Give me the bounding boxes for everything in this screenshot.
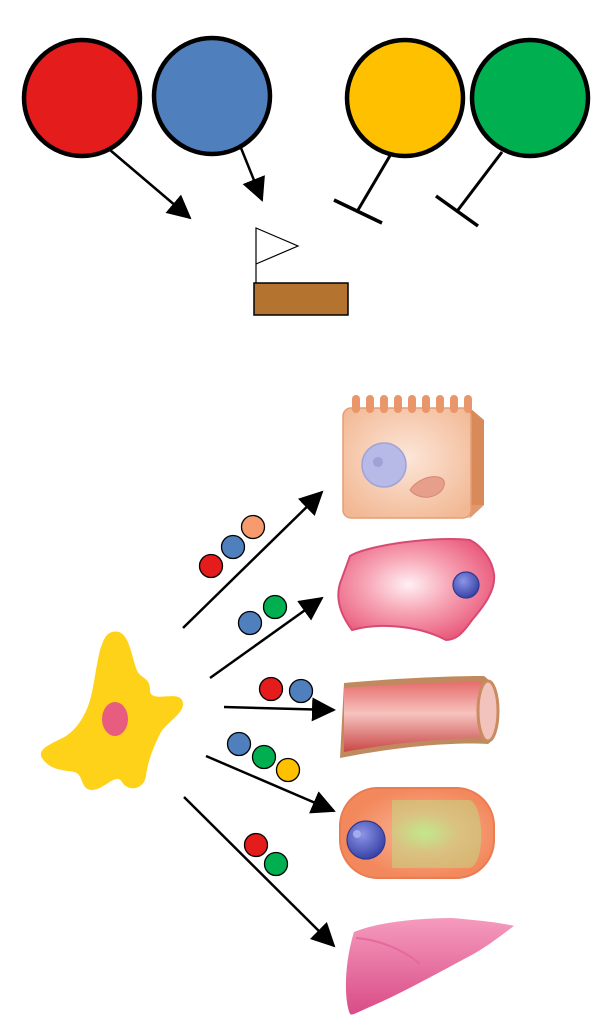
red-activation-arrow: [109, 149, 192, 220]
adipocyte-cell-icon: [339, 787, 495, 879]
factor-bead: [262, 594, 288, 620]
factor-bead: [275, 757, 301, 783]
microvilli: [352, 395, 472, 413]
factor-bead: [240, 514, 266, 540]
factor-cluster-smooth-muscle: [237, 594, 288, 636]
red-regulator: [21, 37, 143, 159]
smooth-muscle-body: [337, 537, 496, 642]
smooth-muscle-cell-icon: [337, 537, 496, 642]
factor-bead: [198, 553, 224, 579]
epithelial-nucleus: [361, 442, 407, 488]
green-regulator: [469, 37, 591, 159]
arrow-to-vessel: [223, 697, 336, 722]
arrow-to-adipocyte: [205, 754, 336, 814]
yellow-repression-bar: [333, 198, 383, 225]
factor-bead: [258, 676, 284, 702]
liver-lobe-line: [355, 937, 421, 965]
blue-regulator: [151, 35, 273, 157]
green-repression-stem: [456, 151, 504, 211]
factor-bead: [288, 678, 314, 704]
arrow-to-smooth-muscle: [209, 596, 324, 680]
differentiation-arrows: [182, 490, 336, 948]
stem-cell-nucleus: [102, 702, 128, 736]
factor-bead: [263, 851, 289, 877]
gene-body: [253, 282, 349, 316]
nucleolus: [353, 830, 361, 838]
vessel-lumen: [476, 679, 500, 743]
vessel-body: [344, 682, 492, 752]
arrow-to-epithelial: [182, 490, 324, 629]
liver-organ-icon: [345, 918, 514, 1015]
factor-cluster-adipocyte: [226, 731, 301, 783]
factor-cluster-liver: [243, 832, 289, 877]
factor-bead: [220, 534, 246, 560]
yellow-repression-stem: [356, 153, 393, 211]
lipid-droplet: [392, 800, 482, 868]
mitochondrion-icon: [409, 476, 445, 498]
adipocyte-nucleus: [346, 820, 386, 860]
blood-vessel-icon: [340, 676, 500, 758]
factor-bead: [251, 744, 277, 770]
factor-bead: [237, 610, 263, 636]
regulator-circles: [21, 35, 591, 159]
factor-bead: [226, 731, 252, 757]
activation-arrows: [109, 147, 265, 220]
epithelial-cell-icon: [342, 395, 484, 519]
yellow-regulator: [344, 37, 466, 159]
adipocyte-body: [339, 787, 495, 879]
factor-cluster-epithelial: [198, 514, 266, 579]
arrow-to-liver: [183, 796, 336, 948]
factor-cluster-vessel: [258, 676, 314, 704]
muscle-nucleus: [452, 571, 480, 599]
promoter-flag-icon: [255, 227, 300, 284]
liver-body: [345, 918, 514, 1015]
nucleolus: [373, 457, 383, 467]
target-gene: [253, 227, 349, 316]
epithelial-cell-side: [470, 408, 484, 518]
factor-bead: [243, 832, 269, 858]
green-repression-bar: [434, 194, 480, 228]
blue-activation-arrow: [239, 147, 265, 202]
source-cell: [40, 631, 184, 790]
repression-bars: [333, 151, 504, 228]
